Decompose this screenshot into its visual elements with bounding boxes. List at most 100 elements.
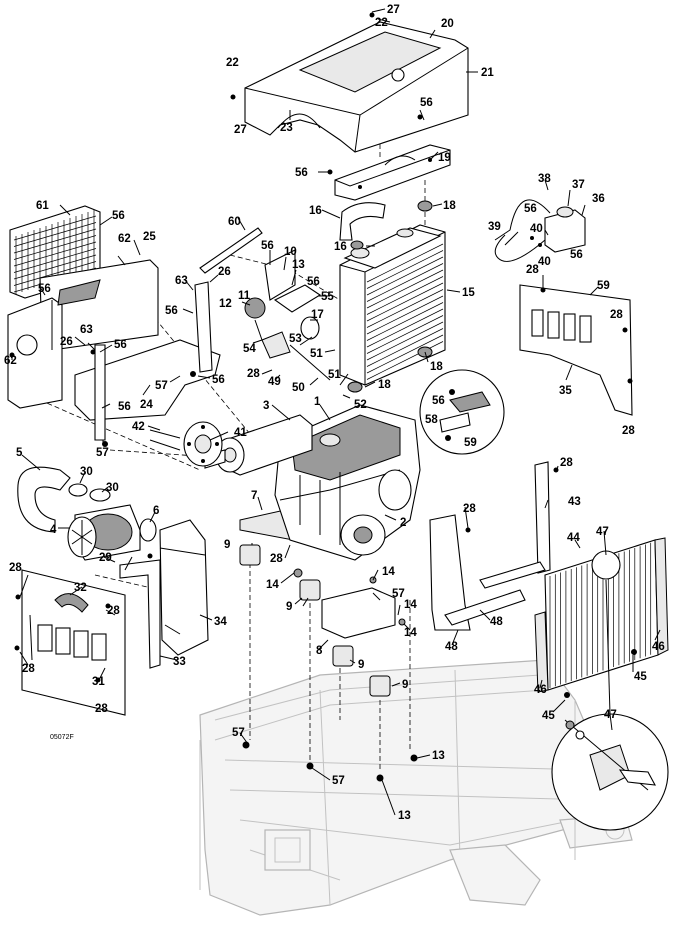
- radiator-fin: [366, 263, 444, 302]
- screen-grid-line: [13, 235, 97, 260]
- callout-55: 55: [321, 291, 334, 303]
- hose-clamp: [350, 240, 364, 250]
- callout-28-panel-right: 28: [610, 309, 623, 321]
- radiator-fin: [366, 328, 444, 367]
- callout-56-strap: 56: [307, 276, 320, 288]
- callout-57-frame-left: 57: [232, 727, 245, 739]
- callout-28-bracket: 28: [560, 457, 573, 469]
- callout-28-panel-mid: 28: [107, 605, 120, 617]
- callout-20: 20: [441, 18, 454, 30]
- callout-45-left: 45: [542, 710, 555, 722]
- callout-9-d: 9: [402, 679, 408, 691]
- callout-63-top: 63: [175, 275, 188, 287]
- callout-28-bracket-left: 28: [463, 503, 476, 515]
- radiator-fin: [366, 315, 444, 354]
- callout-leaders: [11, 8, 661, 816]
- callout-61: 61: [36, 200, 49, 212]
- callout-19: 19: [438, 152, 451, 164]
- callout-56-filter: 56: [261, 240, 274, 252]
- callout-45-right: 45: [634, 671, 647, 683]
- callout-8: 8: [316, 645, 323, 657]
- right-side-panel: [519, 284, 633, 416]
- callout-2: 2: [400, 517, 406, 529]
- callout-3: 3: [263, 400, 269, 412]
- radiator-fin: [366, 256, 444, 296]
- callout-12: 12: [219, 298, 232, 310]
- radiator-fin: [366, 341, 444, 380]
- callout-28-filter: 28: [247, 368, 260, 380]
- callout-18-lower: 18: [430, 361, 443, 373]
- callout-27-left: 27: [234, 124, 247, 136]
- callout-52: 52: [354, 399, 367, 411]
- callout-16-upper: 16: [309, 205, 322, 217]
- callout-51-upper: 51: [310, 348, 323, 360]
- radiator-fin: [366, 334, 444, 374]
- callout-39: 39: [488, 221, 501, 233]
- callout-47-upper: 47: [596, 526, 609, 538]
- callout-46-right: 46: [652, 641, 665, 653]
- callout-13-top: 13: [292, 259, 305, 271]
- callout-13-mid: 13: [432, 750, 445, 762]
- callout-23: 23: [280, 122, 293, 134]
- callout-37: 37: [572, 179, 585, 191]
- callout-16-lower: 16: [334, 241, 347, 253]
- callout-1: 1: [314, 396, 321, 408]
- fuel-filter-assembly: [244, 249, 331, 381]
- callout-41: 41: [234, 427, 247, 439]
- callout-28-panel-right-top: 28: [526, 264, 539, 276]
- callout-13-bottom: 13: [398, 810, 411, 822]
- callout-10: 10: [284, 246, 297, 258]
- callout-48-left: 48: [445, 641, 458, 653]
- callout-22-left: 22: [226, 57, 239, 69]
- callout-56-bracket: 56: [295, 167, 308, 179]
- callout-54: 54: [243, 343, 256, 355]
- callout-22-top: 22: [375, 17, 388, 29]
- shroud-panel: [159, 519, 209, 656]
- callout-59-right: 59: [597, 280, 610, 292]
- radiator: [339, 224, 446, 386]
- callout-42: 42: [132, 421, 145, 433]
- radiator-top-bracket: [334, 144, 451, 201]
- callout-6: 6: [153, 505, 159, 517]
- callout-63-left: 63: [80, 324, 93, 336]
- air-cleaner: [17, 466, 157, 561]
- callout-31: 31: [92, 676, 105, 688]
- radiator-strap: [199, 227, 263, 274]
- callout-44: 44: [567, 532, 580, 544]
- callout-62-top: 62: [118, 233, 131, 245]
- callout-56-screen: 56: [112, 210, 125, 222]
- radiator-fin: [366, 321, 444, 361]
- engine-hood: [244, 21, 469, 153]
- callout-47-lower: 47: [604, 709, 617, 721]
- callout-14-a: 14: [266, 579, 279, 591]
- callout-labels: 27 22 20 21 22 27 23 56 19 56 16 18 16 1…: [4, 4, 665, 822]
- screen-grid-line: [13, 248, 97, 273]
- air-shield: [7, 259, 159, 409]
- callout-46-left: 46: [534, 684, 547, 696]
- callout-28-engine: 28: [270, 553, 283, 565]
- callout-30-upper: 30: [80, 466, 93, 478]
- detail-circle-upper: [419, 369, 505, 455]
- callout-56-left-lower: 56: [118, 401, 131, 413]
- callout-14-c: 14: [404, 599, 417, 611]
- callout-27-top: 27: [387, 4, 400, 16]
- callout-35: 35: [559, 385, 572, 397]
- bracket-63: [94, 344, 106, 441]
- callout-56-shield-right: 56: [212, 374, 225, 386]
- callout-56-left-upper: 56: [114, 339, 127, 351]
- callout-56-shield: 56: [38, 283, 51, 295]
- callout-59-detail: 59: [464, 437, 477, 449]
- callout-57-frame-mid: 57: [332, 775, 345, 787]
- callout-62-left: 62: [4, 355, 17, 367]
- callout-24: 24: [140, 399, 153, 411]
- callout-56-hood: 56: [420, 97, 433, 109]
- callout-17: 17: [311, 309, 324, 321]
- callout-29: 29: [99, 552, 112, 564]
- callout-28-panel-right-bottom: 28: [622, 425, 635, 437]
- radiator-fin: [366, 308, 444, 348]
- callout-7: 7: [251, 490, 257, 502]
- upper-radiator-hose: [339, 202, 386, 241]
- callout-25: 25: [143, 231, 156, 243]
- callout-51-lower: 51: [328, 369, 341, 381]
- callout-9-b: 9: [286, 601, 292, 613]
